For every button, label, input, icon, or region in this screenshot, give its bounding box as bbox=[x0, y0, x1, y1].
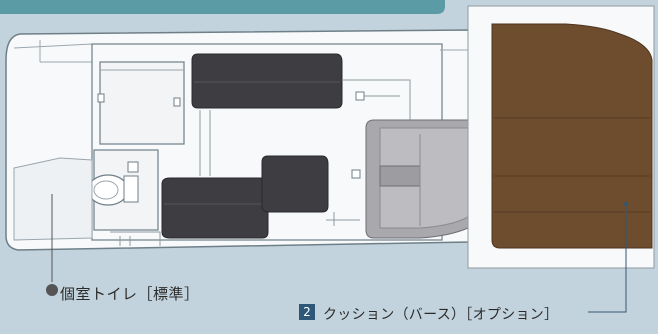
wood-cushion bbox=[491, 23, 653, 249]
bottom-steps bbox=[110, 212, 360, 246]
side-panel bbox=[13, 157, 93, 241]
bow-deck-line bbox=[39, 40, 92, 63]
cushion-leader-line bbox=[588, 206, 627, 313]
berth-cushion-top bbox=[191, 53, 343, 109]
toilet-label: 個室トイレ［標準］ bbox=[60, 285, 200, 303]
helm-seat bbox=[261, 155, 329, 213]
toilet-marker bbox=[46, 284, 58, 296]
cushion-label: クッション（バース）［オプション］ bbox=[323, 307, 559, 323]
locker-box bbox=[99, 61, 185, 145]
console-seat bbox=[379, 165, 421, 187]
header-bar bbox=[0, 0, 445, 14]
callout-number-badge: 2 bbox=[299, 304, 315, 320]
berth-cushion-bottom bbox=[161, 177, 269, 239]
cushion-marker bbox=[624, 202, 628, 206]
wiring-line-a bbox=[199, 79, 411, 200]
